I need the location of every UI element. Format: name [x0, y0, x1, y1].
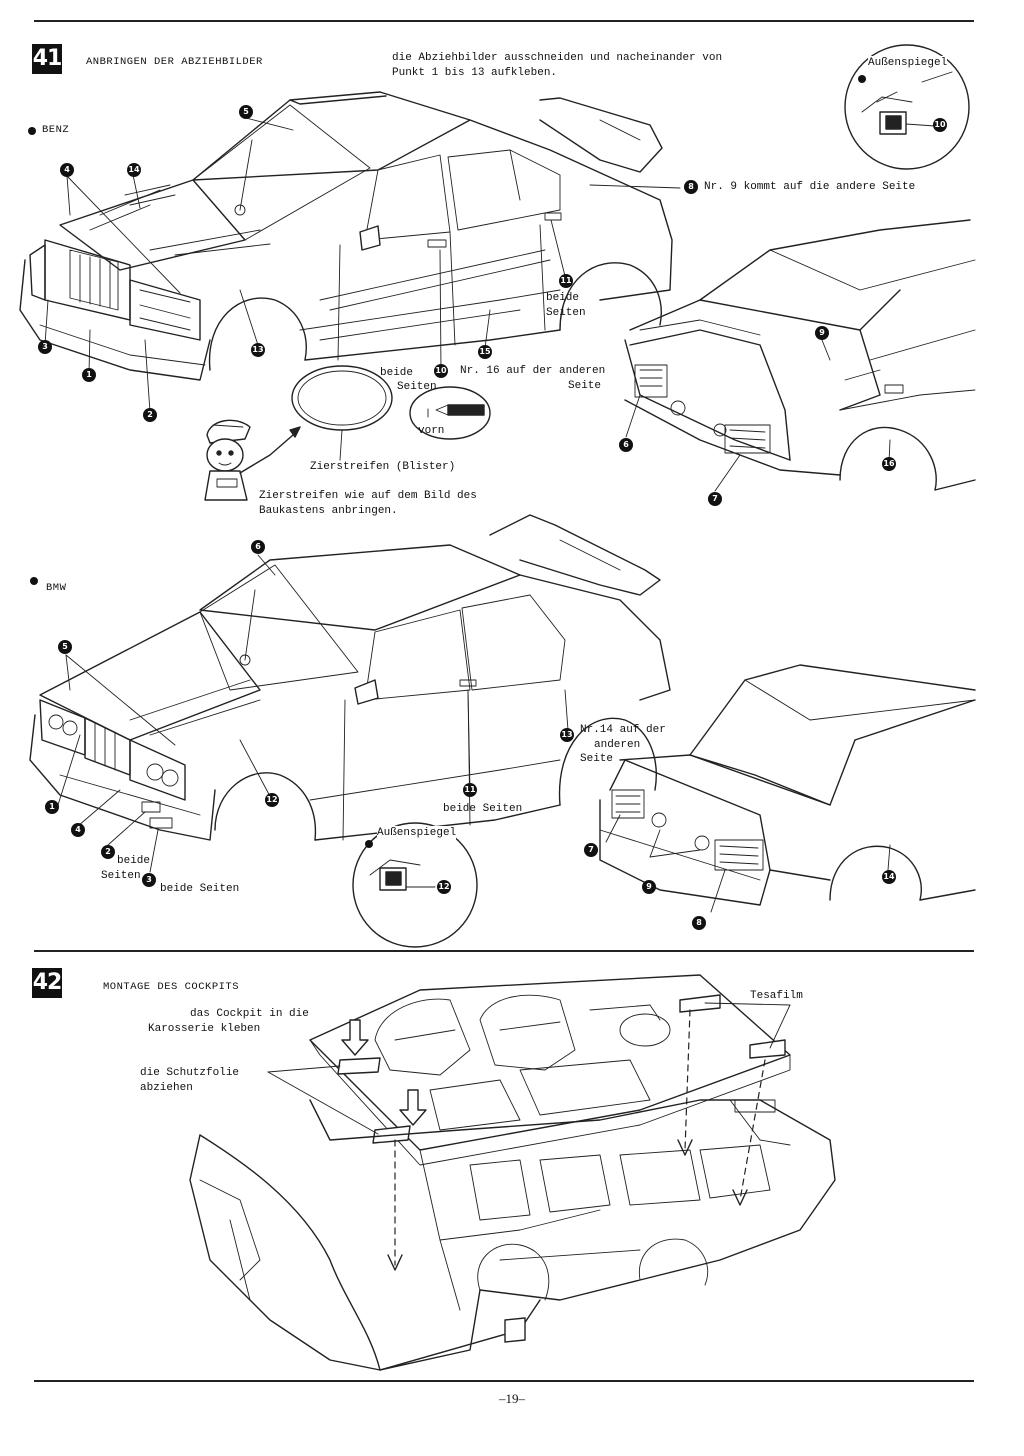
bmw-both-sides-2-line2: Seiten	[101, 870, 141, 882]
bmw-mirror-bullet	[365, 840, 373, 848]
bmw-rear-three-quarter-drawing	[599, 664, 976, 913]
benz-marker-6: 6	[619, 438, 633, 452]
stripe-blister-label: Zierstreifen (Blister)	[310, 461, 456, 473]
step-41-instruction-line1: die Abziehbilder ausschneiden und nachei…	[392, 52, 723, 64]
bmw-marker-12: 12	[265, 793, 279, 807]
benz-marker-5: 5	[239, 105, 253, 119]
bmw-bullet	[30, 577, 38, 585]
benz-label: BENZ	[42, 124, 70, 136]
bmw-marker-14: 14	[882, 870, 896, 884]
bmw-mirror-inset	[352, 822, 478, 948]
step-42-number: 42	[32, 968, 62, 998]
benz-marker-15: 15	[478, 345, 492, 359]
benz-rear-three-quarter-drawing	[624, 219, 976, 492]
step-42-tape-label: Tesafilm	[750, 990, 803, 1002]
bmw-marker-12-inset: 12	[437, 880, 451, 894]
benz-note-8: Nr. 9 kommt auf die andere Seite	[704, 181, 916, 193]
benz-bullet	[28, 127, 36, 135]
benz-marker-14: 14	[127, 163, 141, 177]
benz-mirror-inset-label: Außenspiegel	[868, 56, 948, 71]
step-42-film-line1: die Schutzfolie	[140, 1067, 240, 1079]
bmw-marker-8: 8	[692, 916, 706, 930]
benz-marker-16: 16	[882, 457, 896, 471]
stripe-blister-ring	[291, 365, 393, 461]
bmw-marker-4: 4	[71, 823, 85, 837]
benz-mirror-bullet	[858, 75, 866, 83]
bmw-marker-3: 3	[142, 873, 156, 887]
bmw-note-14-line1: Nr.14 auf der	[580, 724, 666, 736]
benz-both-sides-11-line1: beide	[546, 292, 580, 304]
benz-marker-10: 10	[434, 364, 448, 378]
section-divider-rule	[34, 950, 974, 952]
benz-note-16-line2: Seite	[568, 380, 602, 392]
top-rule	[34, 20, 974, 22]
bmw-marker-9: 9	[642, 880, 656, 894]
bmw-mirror-inset-label: Außenspiegel	[377, 826, 457, 841]
step-41-title: ANBRINGEN DER ABZIEHBILDER	[86, 56, 263, 68]
bmw-marker-1: 1	[45, 800, 59, 814]
bmw-both-sides-2-line1: beide	[117, 855, 151, 867]
bmw-marker-2: 2	[101, 845, 115, 859]
benz-marker-4: 4	[60, 163, 74, 177]
benz-marker-13: 13	[251, 343, 265, 357]
benz-marker-8: 8	[684, 180, 698, 194]
bmw-marker-6: 6	[251, 540, 265, 554]
bmw-marker-13: 13	[560, 728, 574, 742]
benz-front-three-quarter-drawing	[19, 91, 681, 413]
vorn-label: vorn	[418, 425, 445, 437]
benz-marker-7: 7	[708, 492, 722, 506]
step-42-glue-line2: Karosserie kleben	[148, 1023, 261, 1035]
bmw-marker-7: 7	[584, 843, 598, 857]
benz-both-sides-10-line2: Seiten	[397, 381, 437, 393]
mascot-figure	[204, 419, 301, 501]
benz-marker-11: 11	[559, 274, 573, 288]
benz-both-sides-11-line2: Seiten	[546, 307, 586, 319]
benz-marker-10-inset: 10	[933, 118, 947, 132]
benz-mirror-inset	[844, 44, 970, 170]
stripe-hint-line2: Baukastens anbringen.	[259, 505, 398, 517]
step-42-film-line2: abziehen	[140, 1082, 193, 1094]
benz-marker-2: 2	[143, 408, 157, 422]
step-42-title: MONTAGE DES COCKPITS	[103, 981, 240, 993]
bmw-label: BMW	[46, 582, 67, 594]
step-41-instruction-line2: Punkt 1 bis 13 aufkleben.	[392, 67, 558, 79]
benz-marker-1: 1	[82, 368, 96, 382]
bmw-front-three-quarter-drawing	[29, 514, 671, 873]
stripe-hint-line1: Zierstreifen wie auf dem Bild des	[259, 490, 477, 502]
vorn-inset	[409, 386, 491, 440]
step-41-number: 41	[32, 44, 62, 74]
bmw-both-sides-11: beide Seiten	[443, 803, 523, 815]
bmw-note-14-line3: Seite	[580, 753, 614, 765]
bottom-rule	[34, 1380, 974, 1382]
benz-both-sides-10-line1: beide	[380, 367, 414, 379]
benz-note-16-line1: Nr. 16 auf der anderen	[460, 365, 606, 377]
bmw-note-14-line2: anderen	[594, 739, 641, 751]
bmw-both-sides-3: beide Seiten	[160, 883, 240, 895]
benz-marker-9: 9	[815, 326, 829, 340]
bmw-marker-5: 5	[58, 640, 72, 654]
bmw-marker-11: 11	[463, 783, 477, 797]
benz-marker-3: 3	[38, 340, 52, 354]
step-42-glue-line1: das Cockpit in die	[190, 1008, 309, 1020]
page-number: –19–	[499, 1391, 525, 1406]
